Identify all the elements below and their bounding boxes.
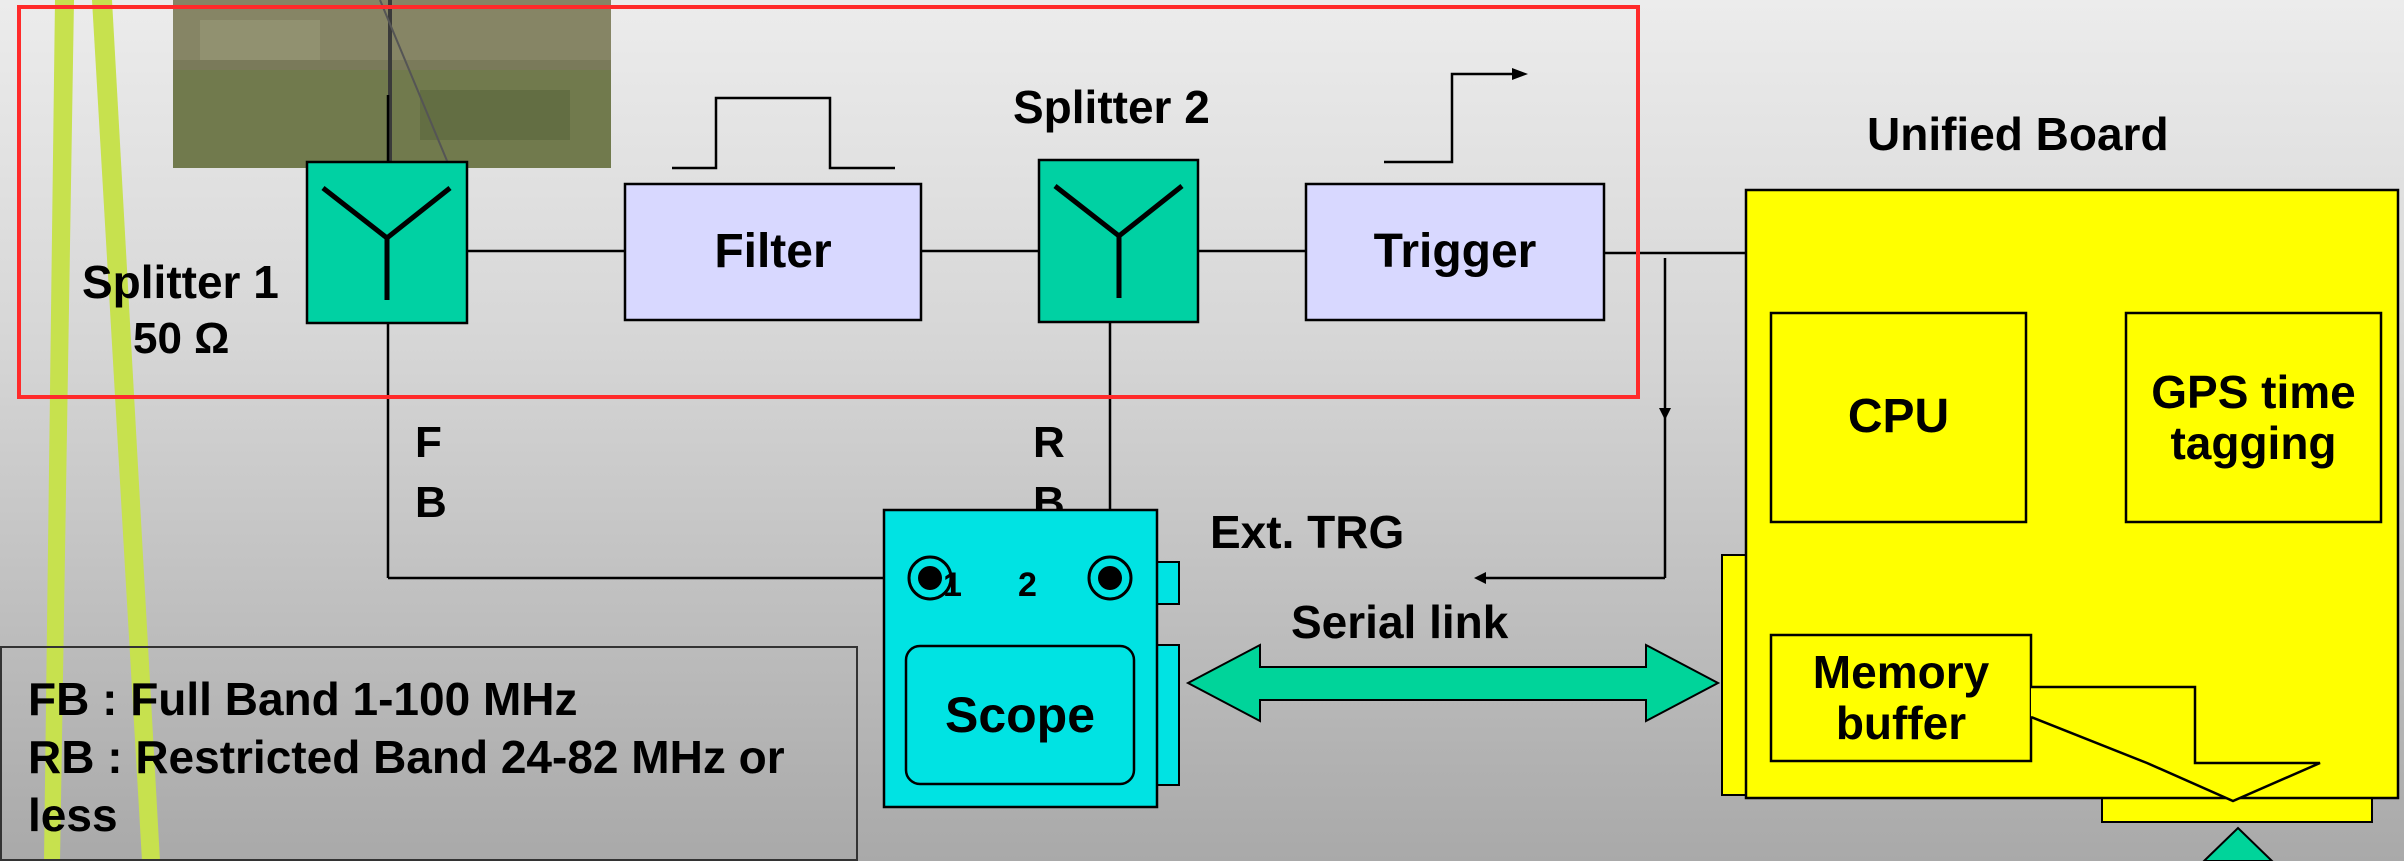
- legend-rb: RB : Restricted Band 24-82 MHz or: [28, 731, 785, 783]
- memory-label-line2: buffer: [1835, 697, 1967, 749]
- fb-label-line2: B: [415, 478, 447, 527]
- rb-label-line2: B: [1033, 480, 1065, 510]
- trigger-label: Trigger: [1373, 224, 1537, 278]
- splitter1-box: [305, 160, 469, 325]
- memory-box: [1769, 633, 2033, 763]
- legend-rb-continued: less: [28, 789, 118, 841]
- cpu-box: [1769, 311, 2028, 524]
- scope-channel-1: 1: [943, 566, 962, 604]
- output-arrow: [2030, 685, 2321, 803]
- memory-label-line1: Memory: [1812, 646, 1990, 699]
- downlink-arrow: [2202, 826, 2274, 861]
- fb-label-line1: F: [415, 418, 442, 467]
- ext-trg-label: Ext. TRG: [1210, 506, 1405, 558]
- scope-channel-2: 2: [1018, 566, 1037, 604]
- gps-label-line2: tagging: [2170, 416, 2337, 469]
- gps-label-line1: GPS time: [2151, 365, 2356, 418]
- trigger-step-symbol: [1384, 72, 1515, 164]
- trigger-box: [1304, 182, 1606, 322]
- splitter2-box: [1037, 158, 1200, 324]
- rb-label-line1: R: [1033, 418, 1065, 467]
- splitter2-label: Splitter 2: [1013, 81, 1210, 133]
- antenna-photo: [173, 0, 611, 169]
- passband-symbol: [672, 96, 895, 170]
- splitter1-label: Splitter 1: [82, 256, 279, 308]
- legend-box: FB : Full Band 1-100 MHz RB : Restricted…: [0, 646, 858, 861]
- legend-fb: FB : Full Band 1-100 MHz: [28, 673, 578, 725]
- scope-device: [882, 508, 1180, 809]
- highlight-frame: [17, 5, 1640, 399]
- serial-link-label: Serial link: [1291, 596, 1509, 648]
- gps-label: GPS time tagging: [2126, 313, 2381, 522]
- serial-link-arrow[interactable]: [1185, 643, 1721, 723]
- filter-box: [623, 182, 923, 322]
- unified-board: [1721, 188, 2400, 823]
- memory-label: Memory buffer: [1771, 635, 2031, 761]
- splitter1-impedance: 50 Ω: [133, 314, 230, 363]
- cpu-label: CPU: [1847, 390, 1950, 444]
- filter-label: Filter: [714, 224, 832, 278]
- antenna-pole: [44, 0, 160, 861]
- gps-box: [2124, 311, 2383, 524]
- unified-board-label: Unified Board: [1867, 108, 2169, 160]
- scope-label: Scope: [944, 686, 1096, 743]
